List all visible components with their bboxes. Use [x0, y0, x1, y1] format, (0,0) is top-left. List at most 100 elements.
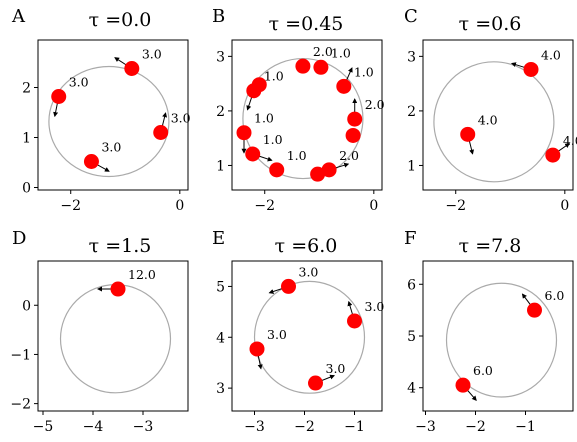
- particle-marker: [321, 162, 337, 178]
- panel-title: τ =0.0: [89, 9, 152, 31]
- y-tick-label: 3: [216, 381, 225, 397]
- particle-label: 2.0: [313, 44, 333, 59]
- particle-label: 3.0: [171, 111, 191, 126]
- y-tick-label: 1: [216, 158, 225, 174]
- x-tick-label: −2: [254, 198, 275, 214]
- x-tick-label: −3: [133, 419, 154, 435]
- particle-marker: [83, 154, 99, 169]
- particle-marker: [124, 61, 140, 76]
- x-tick-label: −4: [83, 419, 104, 435]
- x-tick-label: −2: [445, 198, 466, 214]
- x-tick-label: 0: [369, 198, 378, 214]
- y-tick-label: 2: [407, 104, 416, 120]
- particle-marker: [455, 377, 471, 393]
- particle-label: 6.0: [473, 363, 493, 378]
- panel-title: τ =0.45: [269, 13, 344, 35]
- panel-letter: F: [404, 228, 417, 249]
- y-tick-label: −2: [10, 397, 31, 413]
- particle-marker: [310, 166, 326, 182]
- x-tick-label: −1: [344, 419, 365, 435]
- particle-label: 1.0: [254, 111, 274, 126]
- y-tick-label: 3: [407, 49, 416, 65]
- y-tick-label: 4: [216, 330, 225, 346]
- particle-label: 4.0: [563, 133, 577, 148]
- trajectory-circle: [242, 57, 364, 180]
- particle-label: 3.0: [365, 299, 385, 314]
- panel-letter: A: [11, 6, 26, 27]
- y-tick-label: 4: [407, 381, 416, 397]
- y-tick-label: 1: [22, 131, 31, 147]
- panel-letter: E: [212, 228, 225, 249]
- trajectory-circle: [59, 284, 172, 394]
- particle-marker: [281, 278, 296, 294]
- particle-marker: [313, 59, 329, 75]
- particle-marker: [523, 61, 539, 77]
- particle-marker: [110, 281, 126, 297]
- particle-marker: [336, 78, 352, 94]
- particle-label: 3.0: [142, 47, 162, 62]
- x-tick-label: −2: [294, 419, 315, 435]
- axes-frame: [422, 39, 574, 191]
- panel-letter: D: [12, 228, 26, 249]
- particle-marker: [460, 126, 476, 142]
- particle-label: 3.0: [69, 75, 89, 90]
- particle-label: 1.0: [331, 45, 351, 60]
- panel-title: τ =1.5: [89, 235, 152, 257]
- axes-frame: [231, 260, 383, 412]
- trajectory-circle: [253, 280, 366, 394]
- particle-marker: [51, 89, 67, 104]
- particle-label: 1.0: [263, 132, 283, 147]
- particle-marker: [345, 127, 361, 143]
- particle-marker: [269, 162, 285, 178]
- particle-marker: [308, 375, 323, 391]
- panel-title: τ =7.8: [459, 235, 522, 257]
- y-tick-label: 0: [22, 181, 31, 197]
- particle-label: 6.0: [545, 288, 565, 303]
- panel-letter: C: [404, 6, 418, 27]
- x-tick-label: −3: [244, 419, 265, 435]
- y-tick-label: 2: [216, 104, 225, 120]
- particle-label: 3.0: [267, 327, 287, 342]
- x-tick-label: −5: [33, 419, 54, 435]
- particle-marker: [245, 146, 261, 162]
- particle-label: 3.0: [326, 361, 346, 376]
- particle-marker: [347, 313, 362, 329]
- axes-frame: [231, 39, 383, 191]
- panel-title: τ =0.6: [459, 13, 522, 35]
- panel-letter: B: [212, 6, 225, 27]
- particle-marker: [153, 125, 169, 140]
- particle-label: 4.0: [478, 112, 498, 127]
- x-tick-label: −2: [465, 419, 486, 435]
- y-tick-label: 5: [216, 279, 225, 295]
- particle-label: 12.0: [128, 267, 156, 282]
- particle-marker: [249, 341, 265, 357]
- x-tick-label: 0: [560, 198, 569, 214]
- x-tick-label: −1: [515, 419, 536, 435]
- particle-label: 2.0: [339, 148, 359, 163]
- particle-label: 3.0: [101, 140, 121, 155]
- axes-frame: [37, 39, 189, 191]
- particle-marker: [527, 302, 542, 318]
- particle-marker: [236, 125, 252, 141]
- y-tick-label: 0: [22, 298, 31, 314]
- y-tick-label: 6: [407, 277, 416, 293]
- x-tick-label: 0: [175, 198, 184, 214]
- particle-label: 1.0: [264, 69, 284, 84]
- axes-frame: [37, 260, 189, 412]
- y-tick-label: 2: [22, 81, 31, 97]
- trajectory-circle: [433, 61, 555, 183]
- particle-marker: [347, 111, 363, 127]
- y-tick-label: 3: [216, 49, 225, 65]
- trajectory-circle: [445, 282, 558, 398]
- particle-label: 3.0: [299, 264, 319, 279]
- y-tick-label: 5: [407, 329, 416, 345]
- particle-marker: [246, 83, 262, 99]
- x-tick-label: −3: [415, 419, 436, 435]
